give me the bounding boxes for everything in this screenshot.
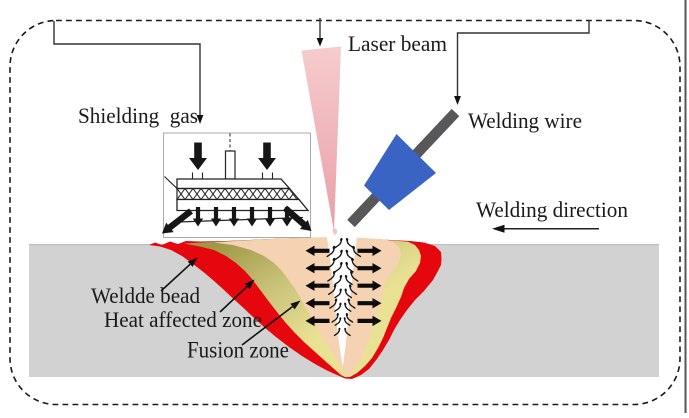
svg-text:Weldde bead: Weldde bead [91,283,200,308]
svg-text:Laser beam: Laser beam [348,31,447,56]
svg-text:Welding wire: Welding wire [468,108,582,133]
svg-text:Shielding gas: Shielding gas [78,103,198,128]
svg-text:Welding direction: Welding direction [476,197,628,222]
svg-text:Heat affected zone: Heat affected zone [104,307,262,332]
svg-text:Fusion zone: Fusion zone [187,338,289,363]
